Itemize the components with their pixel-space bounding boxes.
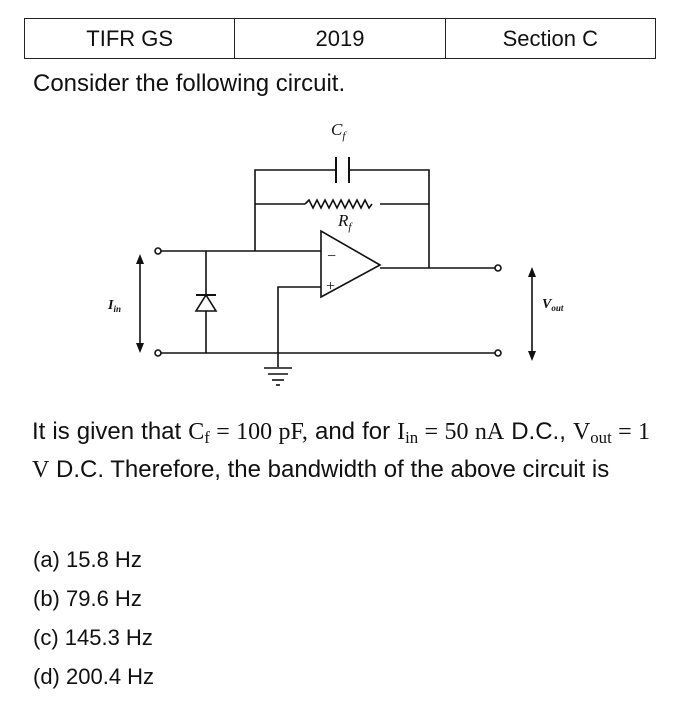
circuit-diagram: Cf Rf Iin Vout − + xyxy=(107,120,564,386)
iin-arrow-down xyxy=(136,343,144,353)
option-c[interactable]: (c) 145.3 Hz xyxy=(33,625,153,650)
header-year: 2019 xyxy=(234,19,444,58)
diode xyxy=(194,293,218,312)
vout-arrow-down xyxy=(528,351,536,361)
given-text: It is given that Cf = 100 pF, and for Ii… xyxy=(32,413,650,489)
noninv-wire xyxy=(277,286,321,367)
res-label: R xyxy=(337,211,349,230)
svg-text:Vout: Vout xyxy=(542,297,564,313)
given-part2: and for xyxy=(314,418,391,445)
header-table: TIFR GS 2019 Section C xyxy=(24,18,656,59)
feedback-cap-wire xyxy=(254,169,430,268)
given-part3: D.C., xyxy=(511,418,566,445)
terminal-out-bottom xyxy=(494,349,502,357)
terminal-in-bottom xyxy=(154,349,162,357)
svg-text:Iin: Iin xyxy=(107,298,121,314)
question-prompt: Consider the following circuit. xyxy=(33,70,346,97)
header-exam: TIFR GS xyxy=(86,25,174,51)
terminal-in-top xyxy=(154,247,162,255)
svg-text:Rf: Rf xyxy=(337,211,353,233)
opamp-plus: + xyxy=(325,278,336,295)
opamp-minus: − xyxy=(326,248,337,265)
option-d[interactable]: (d) 200.4 Hz xyxy=(33,664,155,689)
given-part1: It is given that xyxy=(32,418,182,445)
options-list: (a) 15.8 Hz (b) 79.6 Hz (c) 145.3 Hz (d)… xyxy=(33,540,154,696)
vout-label: V xyxy=(542,297,553,312)
iin-label: I xyxy=(107,298,114,313)
svg-text:Cf: Cf xyxy=(331,120,347,142)
option-a[interactable]: (a) 15.8 Hz xyxy=(33,547,142,572)
iin-label-sub: in xyxy=(113,304,121,314)
iin-arrow-up xyxy=(136,254,144,264)
op-amp xyxy=(320,229,382,299)
header-section: Section C xyxy=(444,19,655,58)
res-label-sub: f xyxy=(348,221,353,233)
option-b[interactable]: (b) 79.6 Hz xyxy=(33,586,142,611)
vout-label-sub: out xyxy=(551,303,564,313)
cf-expression: Cf = 100 pF, xyxy=(188,419,308,448)
vout-arrow-up xyxy=(528,267,536,277)
cap-label-sub: f xyxy=(342,130,347,142)
vout-expression: Vout = 1 V xyxy=(32,419,651,483)
resistor xyxy=(304,198,373,210)
iin-expression: Iin = 50 nA xyxy=(397,419,505,448)
terminal-out-top xyxy=(494,264,502,272)
given-part4: D.C. Therefore, the bandwidth of the abo… xyxy=(56,456,610,483)
cap-label: C xyxy=(331,120,343,139)
